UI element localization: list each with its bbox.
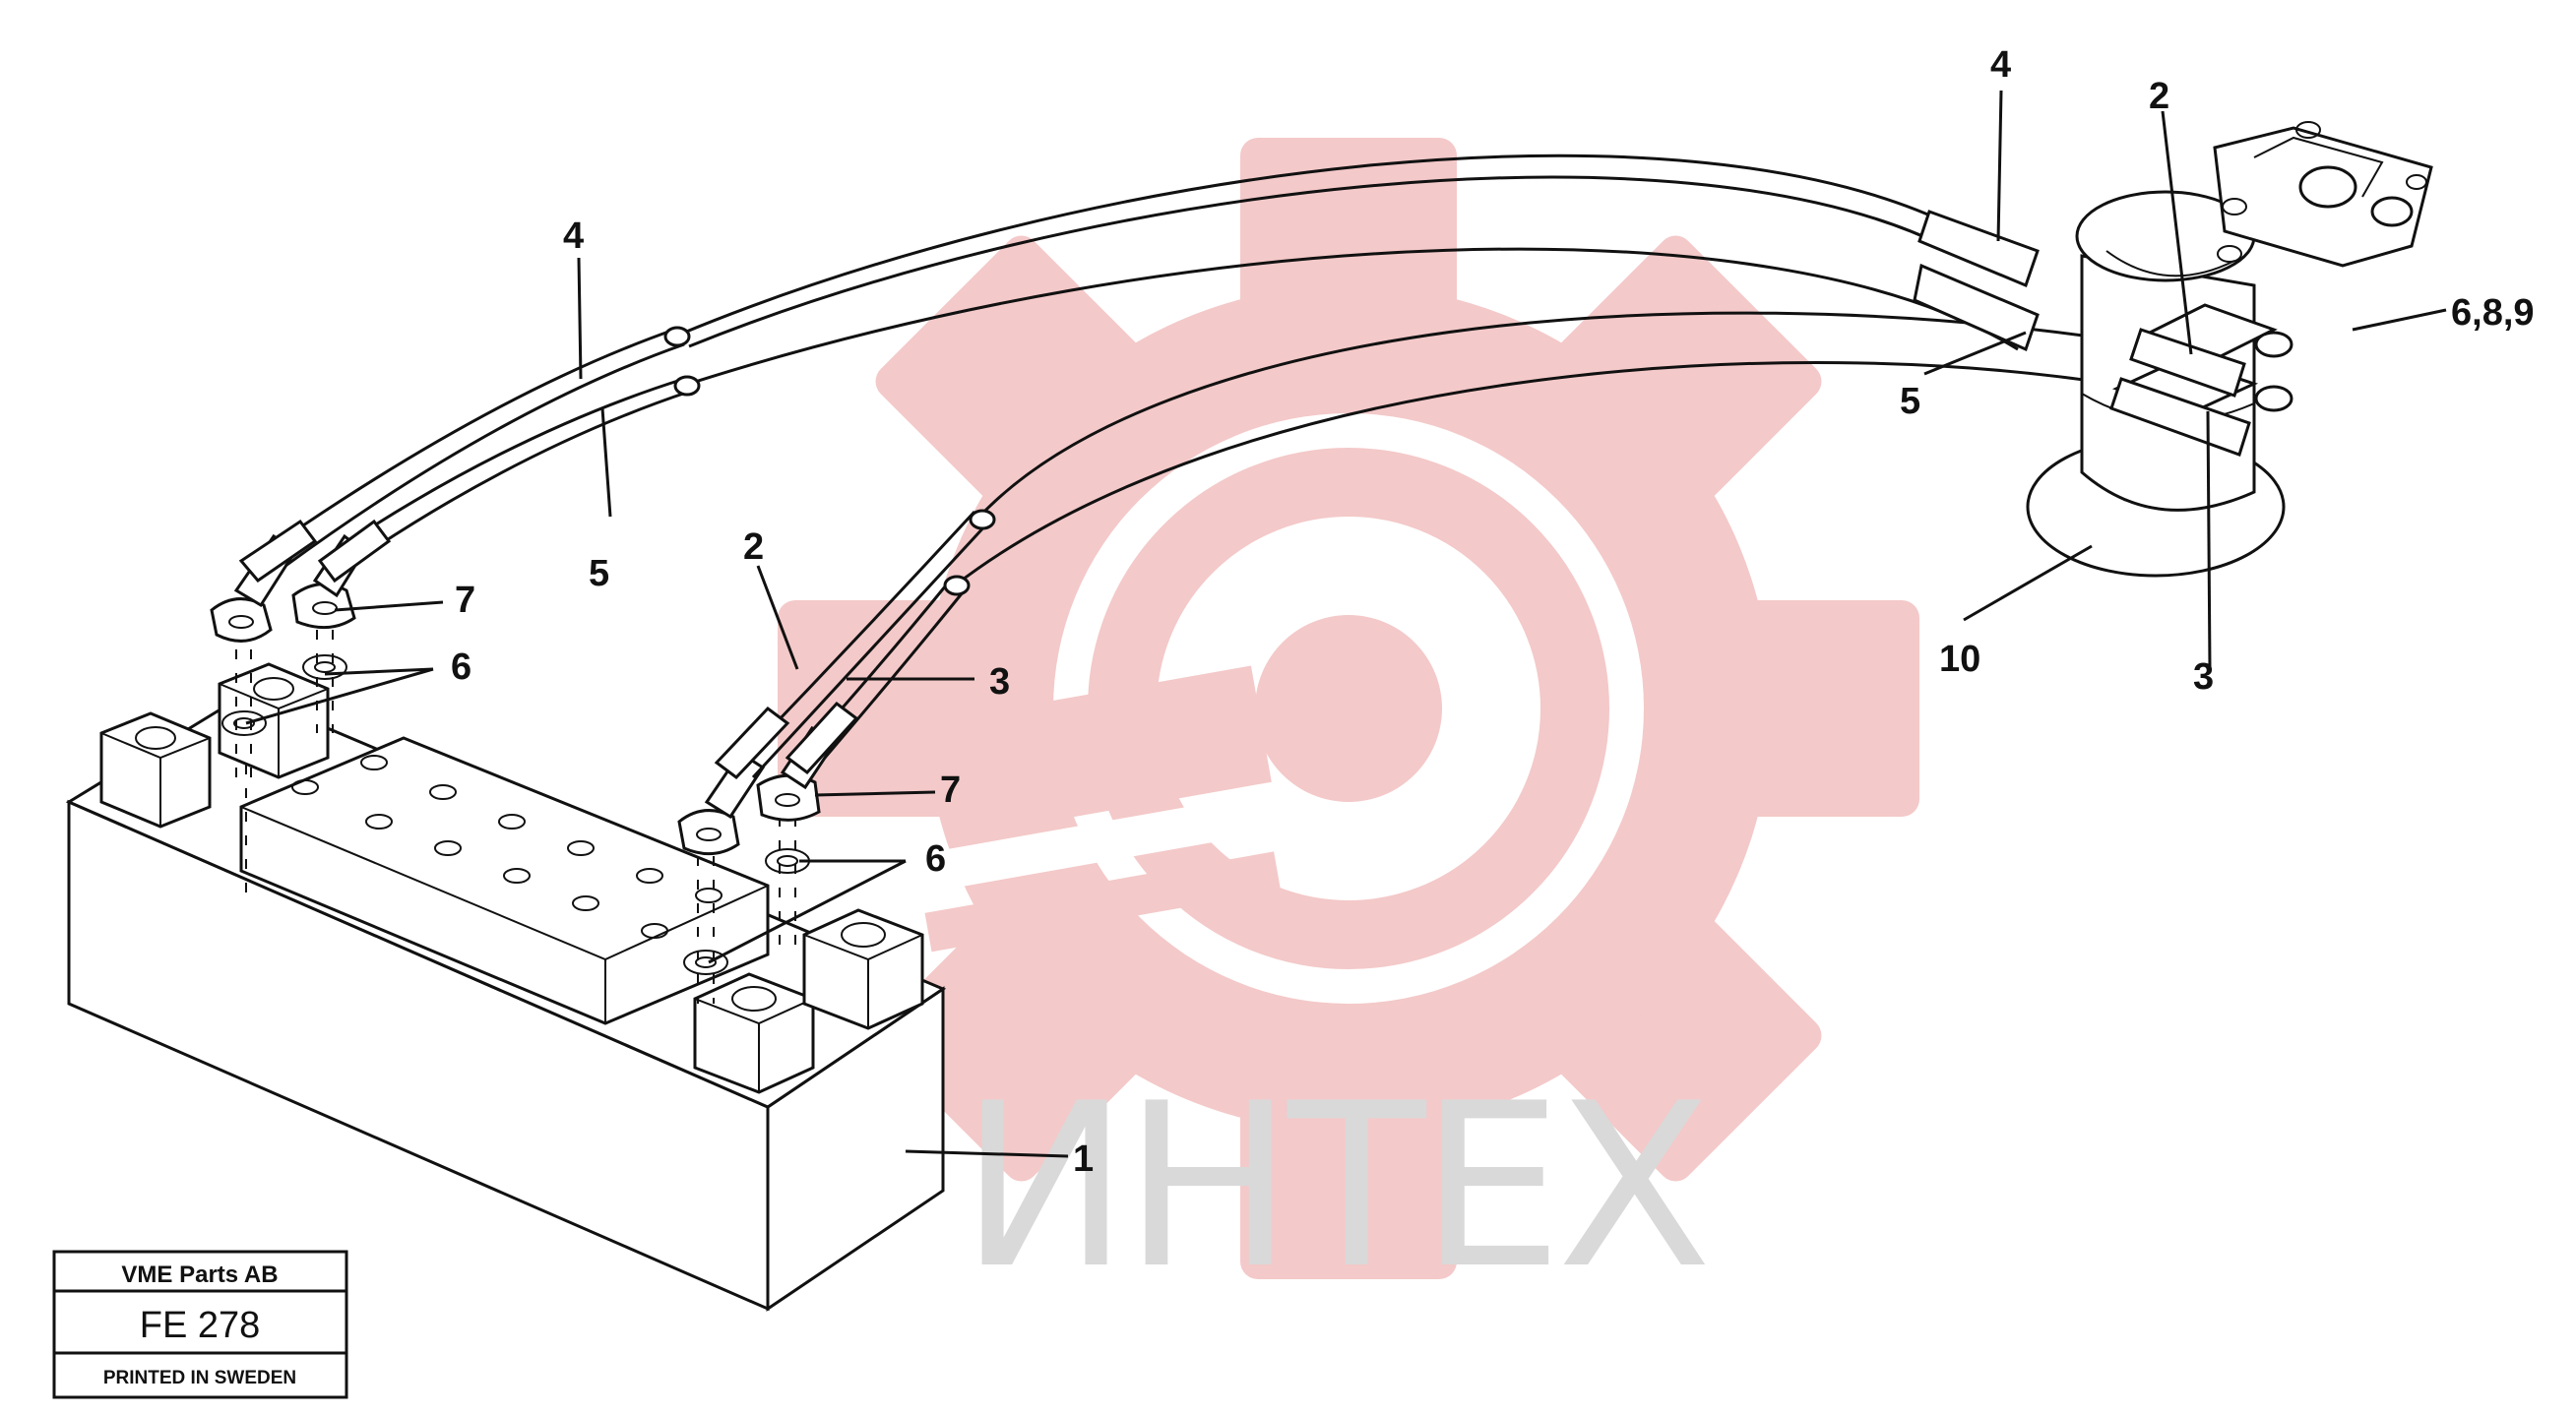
- callout-washer-6-lower: 6: [925, 838, 946, 880]
- callout-washer-6-upper: 6: [451, 646, 471, 688]
- callout-cable-2-left: 2: [743, 526, 764, 568]
- callout-parts-6-8-9: 6,8,9: [2451, 292, 2535, 334]
- starter-motor: [2026, 121, 2433, 578]
- callout-terminal-7-upper: 7: [455, 580, 475, 621]
- watermark-text: ИНТЕХ: [960, 1056, 1706, 1319]
- callout-cable-4-right: 4: [1990, 44, 2011, 86]
- callout-cable-3-right: 3: [2193, 656, 2214, 698]
- callout-terminal-7-lower: 7: [940, 769, 961, 811]
- callout-battery: 1: [1073, 1138, 1094, 1180]
- battery-terminal-left-2: [218, 662, 330, 779]
- battery-vent-holes: [291, 755, 723, 939]
- battery-terminal-right-1: [693, 972, 815, 1094]
- callout-cable-5-left: 5: [589, 553, 609, 594]
- callout-cable-4-left: 4: [563, 215, 584, 257]
- callout-starter-10: 10: [1939, 639, 1980, 680]
- title-block-company: VME Parts AB: [121, 1261, 278, 1288]
- callout-labels: 1 4 5 7 6 2 3 7 6 4 2 6,8,9 5 10 3: [451, 44, 2535, 1180]
- assembly-center-lines: [235, 630, 796, 1004]
- battery: [65, 662, 947, 1312]
- title-block: VME Parts AB FE 278 PRINTED IN SWEDEN: [52, 1250, 348, 1399]
- title-block-printed: PRINTED IN SWEDEN: [103, 1368, 296, 1388]
- cables: [238, 154, 2142, 780]
- cable-sleeves-right: [1913, 210, 2251, 457]
- callout-cable-3-left: 3: [989, 661, 1010, 703]
- battery-terminal-left-1: [99, 711, 212, 829]
- callout-cable-2-right: 2: [2149, 76, 2169, 117]
- callout-cable-5-right: 5: [1900, 381, 1920, 422]
- battery-terminal-right-2: [802, 908, 924, 1030]
- title-block-drawing-number: FE 278: [140, 1305, 261, 1346]
- watermark-gear-logo: [778, 138, 1919, 1279]
- leader-lines: [245, 90, 2447, 1158]
- washers: [221, 654, 810, 975]
